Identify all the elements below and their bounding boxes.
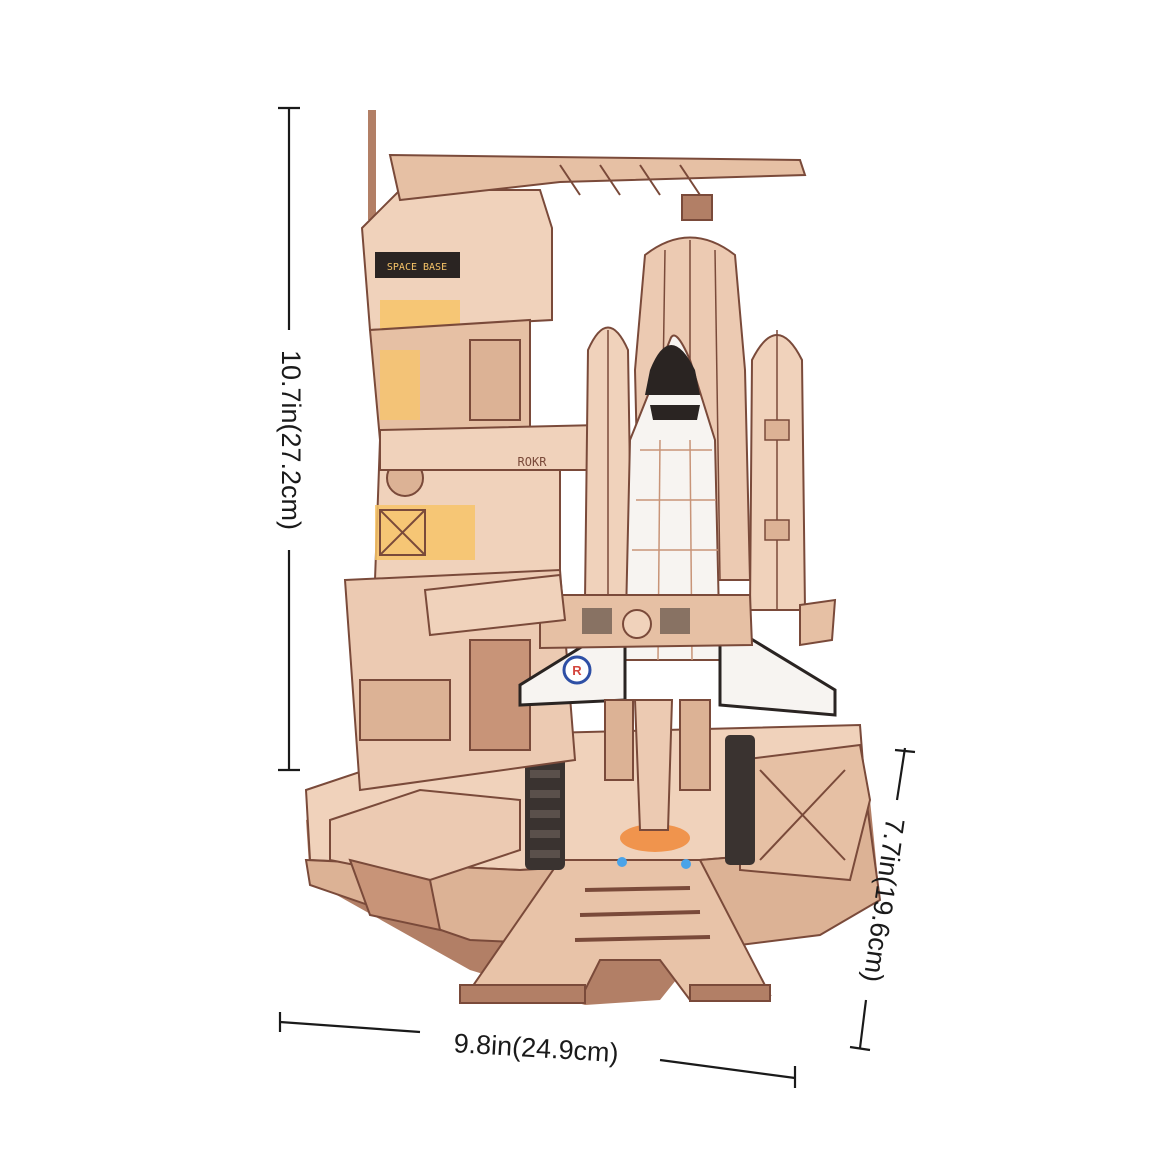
tower-sign: SPACE BASE [387, 262, 447, 273]
depth-tick-bottom [849, 1045, 871, 1052]
launch-gantry [423, 573, 837, 650]
wooden-launch-pad-model: SPACE BASE [304, 110, 882, 1005]
depth-line-bottom [858, 999, 868, 1049]
space-shuttle: R [518, 334, 837, 831]
width-line-left [279, 1020, 421, 1034]
height-label: 10.7in(27.2cm) [276, 350, 306, 530]
arm-sign: ROKR [518, 455, 548, 469]
access-arm: ROKR [379, 423, 612, 471]
width-line-right [659, 1058, 796, 1080]
wing-logo: R [572, 663, 582, 678]
right-booster [748, 330, 807, 611]
crane-arm [388, 153, 807, 221]
left-booster [583, 326, 634, 601]
depth-line-top [895, 747, 907, 801]
height-label-mask [270, 330, 308, 550]
height-dimension: 10.7in(27.2cm) [270, 106, 308, 772]
depth-tick-top [894, 748, 916, 754]
